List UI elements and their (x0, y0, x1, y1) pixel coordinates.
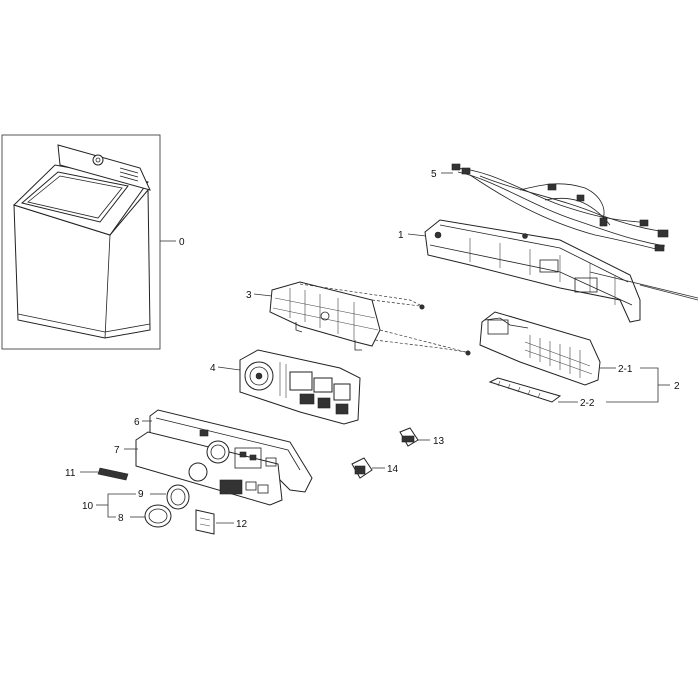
callout-0: 0 (179, 237, 185, 248)
callout-4: 4 (210, 363, 216, 374)
callout-2-1: 2-1 (618, 364, 633, 375)
wire-harness-icon (451, 163, 669, 252)
knob-icon (144, 504, 172, 528)
callout-2: 2 (674, 381, 680, 392)
callout-10: 10 (82, 501, 94, 512)
callout-9: 9 (138, 489, 144, 500)
connector-14-icon (351, 457, 373, 479)
callout-2-2: 2-2 (580, 398, 595, 409)
callout-6: 6 (134, 417, 140, 428)
callout-5: 5 (431, 169, 437, 180)
clip-bracket-icon (195, 509, 215, 535)
callout-1: 1 (398, 230, 404, 241)
button-strip-icon (97, 467, 129, 481)
callout-7: 7 (114, 445, 120, 456)
pcb-housing-icon (479, 311, 601, 386)
main-pcb-icon (239, 349, 361, 425)
terminal-bar-icon (488, 377, 562, 403)
callout-11: 11 (65, 468, 76, 479)
ring-icon (166, 484, 190, 510)
washer-illustration-icon (1, 134, 161, 350)
callout-3: 3 (246, 290, 252, 301)
callout-8: 8 (118, 513, 124, 524)
control-panel-frame-icon (424, 219, 641, 323)
pcb-cover-icon (269, 281, 381, 351)
panel-decor-icon (135, 431, 283, 506)
callout-12: 12 (236, 519, 248, 530)
callout-13: 13 (433, 436, 445, 447)
callout-14: 14 (387, 464, 399, 475)
connector-13-icon (399, 427, 419, 447)
